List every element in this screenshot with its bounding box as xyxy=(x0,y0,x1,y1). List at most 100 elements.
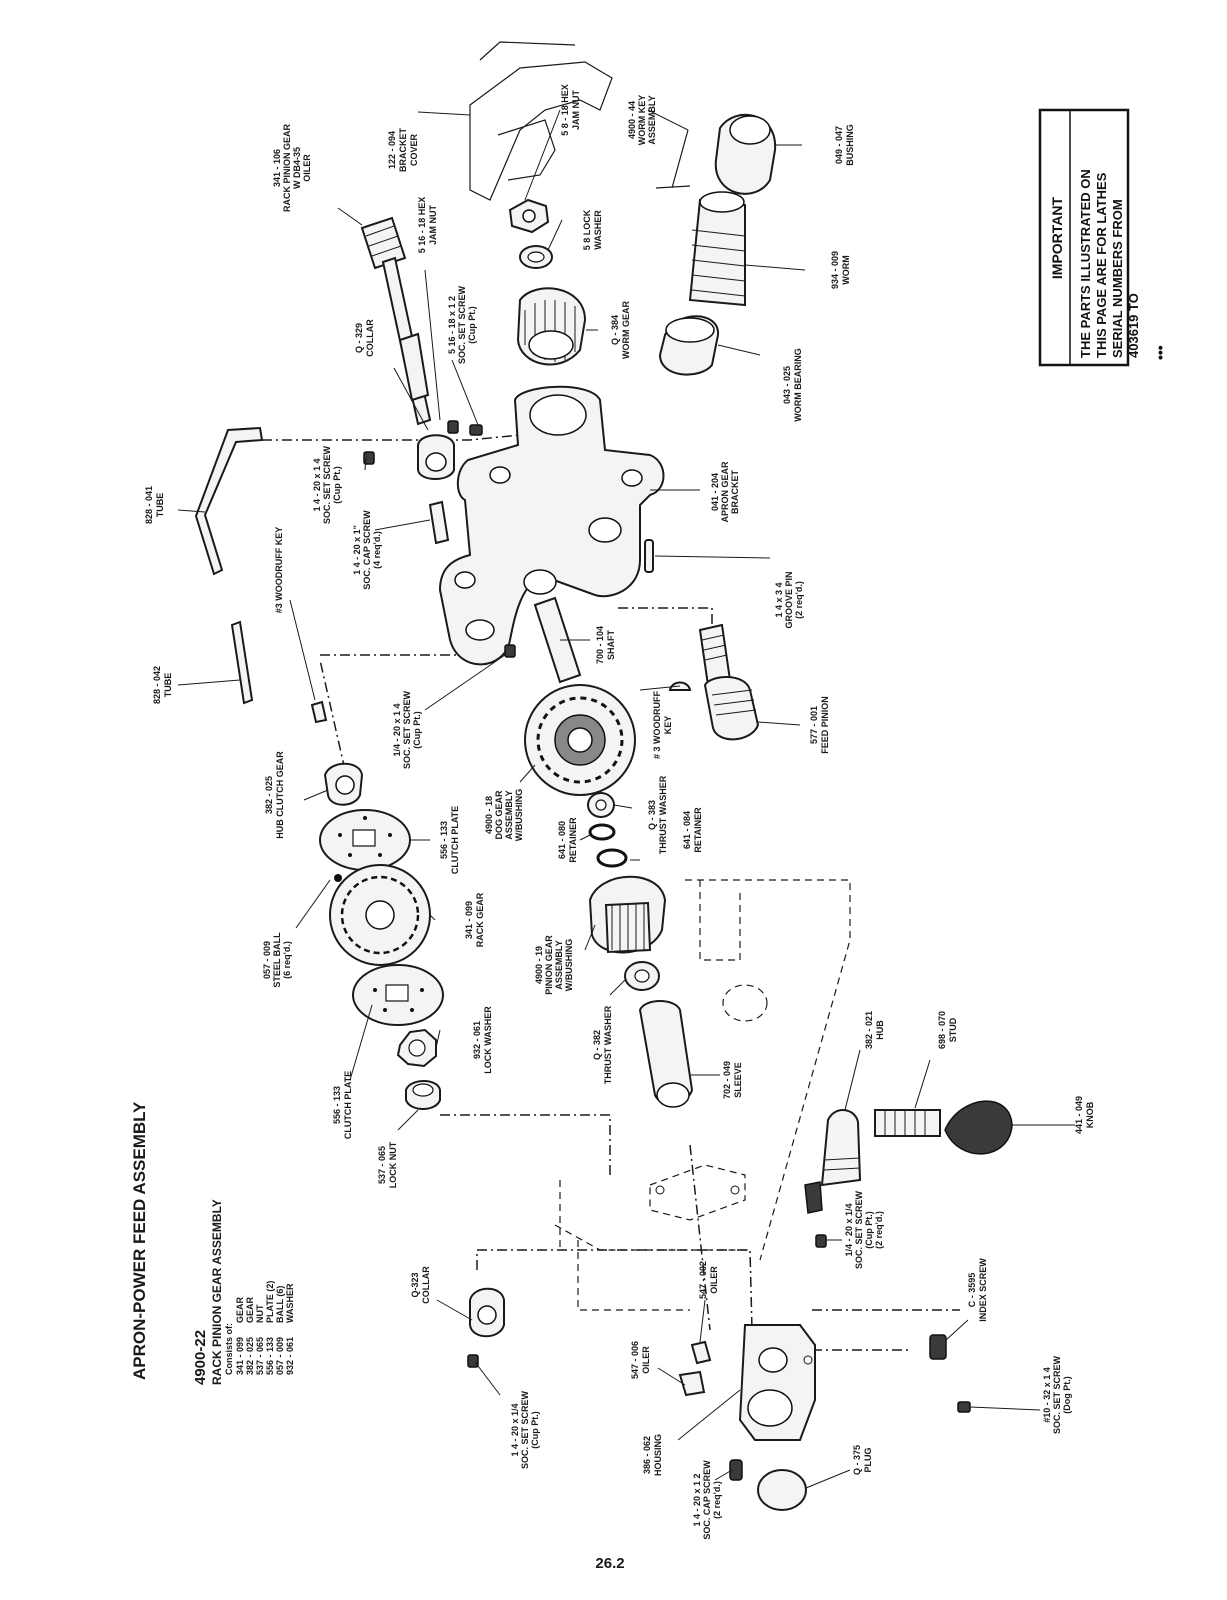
svg-text:934 - 009: 934 - 009 xyxy=(830,251,840,289)
svg-text:SOC. CAP SCREW: SOC. CAP SCREW xyxy=(362,510,372,590)
svg-text:KEY: KEY xyxy=(663,716,673,735)
plug-q375 xyxy=(757,1469,807,1511)
svg-text:ASSEMBLY: ASSEMBLY xyxy=(504,790,514,839)
bracket-cover xyxy=(469,41,613,201)
label-oiler-002: 547 - 002 OILER xyxy=(698,1261,719,1299)
knob-441-049 xyxy=(944,1100,1013,1155)
label-worm-key: 4900 - 44 WORM KEY ASSEMBLY xyxy=(627,95,657,146)
svg-text:(Cup Pt.): (Cup Pt.) xyxy=(412,711,422,749)
label-rack-pinion-gear: 341 - 106 RACK PINION GEAR W DB4-35 OILE… xyxy=(272,124,312,213)
svg-text:THIS PAGE ARE FOR LATHES: THIS PAGE ARE FOR LATHES xyxy=(1094,172,1109,358)
svg-text:FEED PINION: FEED PINION xyxy=(820,696,830,754)
label-apron-bracket: 041 - 204 APRON GEAR BRACKET xyxy=(710,461,740,523)
svg-text:4900 - 18: 4900 - 18 xyxy=(484,796,494,834)
svg-text:049 - 047: 049 - 047 xyxy=(834,126,844,164)
label-set-screw-14-b: 1/4 - 20 x 1 4 SOC. SET SCREW (Cup Pt.) xyxy=(392,690,422,769)
apron-gear-bracket xyxy=(438,385,665,666)
label-rack-gear: 341 - 099 RACK GEAR xyxy=(464,892,485,947)
assembly-number: 4900-22 xyxy=(192,1330,209,1385)
apron-body-outline xyxy=(699,880,768,1022)
svg-text:RACK PINION GEAR: RACK PINION GEAR xyxy=(282,124,292,213)
svg-text:RETAINER: RETAINER xyxy=(568,817,578,863)
svg-text:041 - 204: 041 - 204 xyxy=(710,473,720,511)
label-index-screw: C - 3595 INDEX SCREW xyxy=(967,1258,988,1322)
svg-text:Q - 382: Q - 382 xyxy=(592,1030,602,1060)
svg-text:THRUST WASHER: THRUST WASHER xyxy=(603,1005,613,1084)
svg-text:SERIAL NUMBERS FROM: SERIAL NUMBERS FROM xyxy=(1110,199,1125,358)
svg-text:INDEX SCREW: INDEX SCREW xyxy=(978,1258,988,1322)
svg-text:CLUTCH PLATE: CLUTCH PLATE xyxy=(343,1071,353,1139)
svg-text:COLLAR: COLLAR xyxy=(365,319,375,357)
label-oiler-006: 547 - 006 OILER xyxy=(630,1341,651,1379)
consists-label: Consists of: xyxy=(224,1323,234,1375)
label-set-screw-14-a: 1 4 - 20 x 1 4 SOC. SET SCREW (Cup Pt.) xyxy=(312,445,342,524)
svg-text:1 4 x 3 4: 1 4 x 3 4 xyxy=(774,582,784,617)
tube-828-041 xyxy=(194,426,264,576)
set-screw-hub xyxy=(804,1181,827,1248)
svg-text:441 - 049: 441 - 049 xyxy=(1074,1096,1084,1134)
label-tube-041: 828 - 041 TUBE xyxy=(144,486,165,524)
label-bushing: 049 - 047 BUSHING xyxy=(834,124,855,166)
svg-text:JAM NUT: JAM NUT xyxy=(428,204,438,245)
label-hub-clutch-gear: 382 - 025 HUB CLUTCH GEAR xyxy=(264,751,285,839)
hub-clutch-gear xyxy=(323,762,364,806)
label-clutch-plate-2: 556 - 133 CLUTCH PLATE xyxy=(332,1071,353,1139)
svg-text:•••: ••• xyxy=(1152,345,1168,360)
label-set-screw-516: 5 16 - 18 x 1 2 SOC. SET SCREW (Cup Pt.) xyxy=(447,285,477,364)
hex-jam-nut-58 xyxy=(508,198,550,234)
svg-text:#3 WOODRUFF KEY: #3 WOODRUFF KEY xyxy=(274,527,284,614)
svg-text:537 - 065: 537 - 065 xyxy=(377,1146,387,1184)
svg-text:057 - 009: 057 - 009 xyxy=(275,1337,285,1375)
thrust-washer-q383 xyxy=(587,792,615,818)
svg-text:341 - 106: 341 - 106 xyxy=(272,149,282,187)
svg-text:BRACKET: BRACKET xyxy=(398,127,408,172)
svg-text:641 - 084: 641 - 084 xyxy=(682,811,692,849)
svg-text:OILER: OILER xyxy=(302,154,312,182)
svg-text:CLUTCH PLATE: CLUTCH PLATE xyxy=(450,806,460,874)
label-feed-pinion: 577 - 001 FEED PINION xyxy=(809,696,830,754)
svg-text:547 - 006: 547 - 006 xyxy=(630,1341,640,1379)
label-set-screw-10: #10 - 32 x 1 4 SOC. SET SCREW (Dog Pt.) xyxy=(1042,1355,1072,1434)
label-set-screw-14-d: 1 4 - 20 x 1/4 SOC. SET SCREW (Cup Pt.) xyxy=(510,1390,540,1469)
label-thrust-washer-383: Q - 383 THRUST WASHER xyxy=(647,775,668,854)
lock-washer-932 xyxy=(396,1028,437,1068)
label-thrust-washer-382: Q - 382 THRUST WASHER xyxy=(592,1005,613,1084)
svg-text:932 - 061: 932 - 061 xyxy=(285,1337,295,1375)
svg-text:4900 - 44: 4900 - 44 xyxy=(627,101,637,139)
feed-pinion xyxy=(698,623,760,741)
svg-text:043 - 025: 043 - 025 xyxy=(782,366,792,404)
svg-text:700 - 104: 700 - 104 xyxy=(595,626,605,664)
svg-text:1 4 - 20 x 1": 1 4 - 20 x 1" xyxy=(352,525,362,575)
svg-text:WORM GEAR: WORM GEAR xyxy=(621,301,631,359)
svg-text:537 - 065: 537 - 065 xyxy=(255,1337,265,1375)
label-worm-bearing: 043 - 025 WORM BEARING xyxy=(782,348,803,422)
svg-text:C - 3595: C - 3595 xyxy=(967,1273,977,1308)
svg-text:(Cup Pt.): (Cup Pt.) xyxy=(864,1211,874,1249)
label-set-screw-14-c: 1/4 - 20 x 1/4 SOC. SET SCREW (Cup Pt.) … xyxy=(844,1190,884,1269)
svg-text:RETAINER: RETAINER xyxy=(693,807,703,853)
thrust-washer-q382 xyxy=(624,961,660,991)
lock-washer-58 xyxy=(519,245,553,269)
label-lock-nut: 537 - 065 LOCK NUT xyxy=(377,1141,398,1188)
svg-text:WORM KEY: WORM KEY xyxy=(637,95,647,146)
svg-text:BUSHING: BUSHING xyxy=(845,124,855,166)
svg-text:HUB CLUTCH GEAR: HUB CLUTCH GEAR xyxy=(275,751,285,839)
label-jam-nut-58: 5 8 - 18 HEX JAM NUT xyxy=(560,84,581,136)
svg-text:BALL (6): BALL (6) xyxy=(275,1286,285,1323)
svg-text:4900 - 19: 4900 - 19 xyxy=(534,946,544,984)
svg-text:GEAR: GEAR xyxy=(245,1296,255,1323)
svg-text:577 - 001: 577 - 001 xyxy=(809,706,819,744)
svg-text:SLEEVE: SLEEVE xyxy=(733,1062,743,1098)
collar-q329 xyxy=(417,434,455,480)
svg-text:WORM: WORM xyxy=(841,255,851,285)
hub-382-021 xyxy=(820,1109,862,1187)
pinion-gear-assembly xyxy=(588,875,667,954)
label-woodruff-key: #3 WOODRUFF KEY xyxy=(274,527,284,614)
svg-text:(Cup Pt.): (Cup Pt.) xyxy=(332,466,342,504)
svg-text:403619 TO: 403619 TO xyxy=(1126,293,1141,358)
svg-text:122 - 094: 122 - 094 xyxy=(387,131,397,169)
svg-text:1 4 - 20 x 1/4: 1 4 - 20 x 1/4 xyxy=(510,1403,520,1456)
label-collar-q329: Q - 329 COLLAR xyxy=(354,319,375,357)
svg-text:(Dog Pt.): (Dog Pt.) xyxy=(1062,1376,1072,1414)
retainers xyxy=(588,823,628,868)
